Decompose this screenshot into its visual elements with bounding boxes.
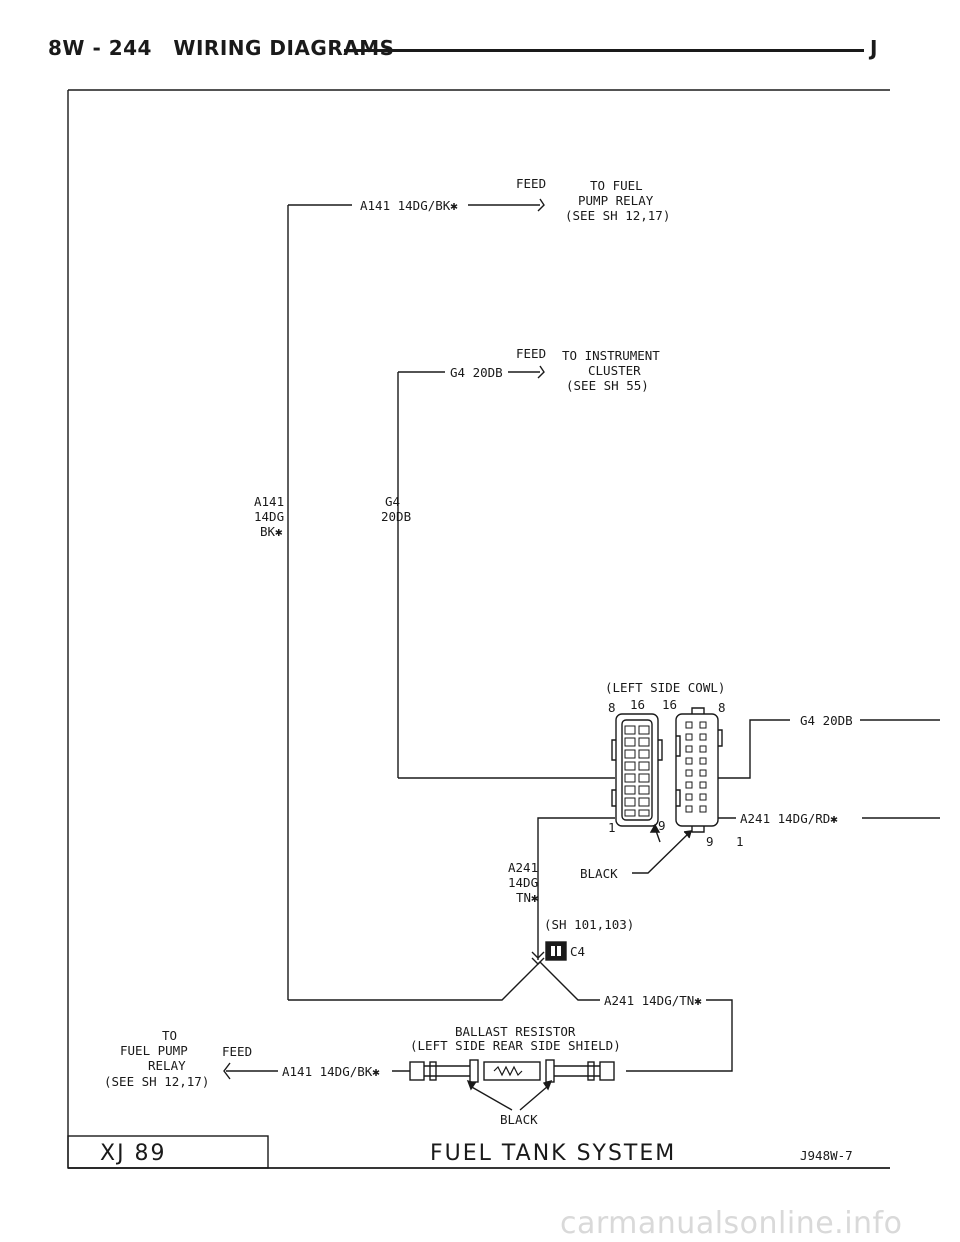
page-header: 8W - 244 WIRING DIAGRAMS xyxy=(48,36,409,60)
pin-top-left: 8 xyxy=(608,700,616,715)
resistor-color: BLACK xyxy=(500,1112,538,1127)
wire-a241-vertical xyxy=(537,817,615,960)
feed-dest-top-2: PUMP RELAY xyxy=(578,193,654,208)
pin-bottom-right1: 9 xyxy=(706,834,714,849)
ballast-resistor-symbol xyxy=(409,1059,615,1083)
vlabel-a241-3: TN✱ xyxy=(516,890,539,905)
connector-location: (LEFT SIDE COWL) xyxy=(605,680,725,695)
vlabel-a241-2: 14DG xyxy=(508,875,538,890)
connector-left-half xyxy=(611,713,663,827)
vlabel-g4-2: 20DB xyxy=(381,509,411,524)
figure-code: J948W-7 xyxy=(800,1148,853,1163)
wire-label-g4-right: G4 20DB xyxy=(800,713,853,728)
edition-letter: J xyxy=(870,36,878,60)
pin-bottom-left2: 9 xyxy=(658,818,666,833)
feed-dest-top-1: TO FUEL xyxy=(590,178,643,193)
feed-arrow-fuel-pump-top xyxy=(537,198,545,212)
connector-right-half xyxy=(675,707,723,833)
wire-label-a241-bottom: A241 14DG/TN✱ xyxy=(604,993,702,1008)
connector-color-leader xyxy=(632,831,691,874)
feed-arrow-instrument xyxy=(537,365,545,379)
section-title: WIRING DIAGRAMS xyxy=(173,36,395,60)
feed-dest-bottom-1: TO xyxy=(162,1028,177,1043)
header-rule xyxy=(344,49,864,52)
connector-color-arrow xyxy=(683,830,692,839)
vlabel-a141-3: BK✱ xyxy=(260,524,283,539)
feed-dest-bottom-3: RELAY xyxy=(148,1058,186,1073)
resistor-name: BALLAST RESISTOR xyxy=(455,1024,576,1039)
vlabel-g4-1: G4 xyxy=(385,494,400,509)
wire-a241-splice-out xyxy=(539,961,600,1001)
wire-a241-to-resistor xyxy=(626,999,733,1072)
feed-dest-instrument-1: TO INSTRUMENT xyxy=(562,348,660,363)
resistor-color-leader xyxy=(469,1085,549,1111)
page-number: 8W - 244 xyxy=(48,36,152,60)
vlabel-a241-1: A241 xyxy=(508,860,538,875)
splice-chevrons xyxy=(531,951,545,965)
system-title: FUEL TANK SYSTEM xyxy=(430,1141,676,1166)
site-credit: carmanualsonline.info xyxy=(560,1206,903,1241)
connector-color: BLACK xyxy=(580,866,618,881)
resistor-location: (LEFT SIDE REAR SIDE SHIELD) xyxy=(410,1038,621,1053)
feed-dest-bottom-2: FUEL PUMP xyxy=(120,1043,188,1058)
vlabel-a141-2: 14DG xyxy=(254,509,284,524)
feed-dest-top-3: (SEE SH 12,17) xyxy=(565,208,670,223)
resistor-color-arrows xyxy=(466,1079,553,1091)
feed-dest-bottom-4: (SEE SH 12,17) xyxy=(104,1074,209,1089)
vlabel-a141-1: A141 xyxy=(254,494,284,509)
feed-label-bottom: FEED xyxy=(222,1044,252,1059)
feed-label-top: FEED xyxy=(516,176,546,191)
feed-dest-instrument-2: CLUSTER xyxy=(588,363,641,378)
wire-label-a141-bottom: A141 14DG/BK✱ xyxy=(282,1064,380,1079)
model-label: XJ 89 xyxy=(100,1141,167,1166)
splice-id: C4 xyxy=(570,944,585,959)
pin-bottom-right2: 1 xyxy=(736,834,744,849)
pin-top-mid1: 16 xyxy=(630,697,645,712)
splice-reference: (SH 101,103) xyxy=(544,917,634,932)
model-box xyxy=(67,1135,269,1169)
connector-color-arrow-2 xyxy=(649,823,661,833)
wire-label-g4-top: G4 20DB xyxy=(450,365,503,380)
wire-label-a141-top: A141 14DG/BK✱ xyxy=(360,198,458,213)
pin-bottom-left1: 1 xyxy=(608,820,616,835)
wire-g4-right xyxy=(718,719,790,779)
feed-dest-instrument-3: (SEE SH 55) xyxy=(566,378,649,393)
wire-a141-to-splice xyxy=(288,961,541,1001)
feed-label-instrument: FEED xyxy=(516,346,546,361)
wire-label-a241-right: A241 14DG/RD✱ xyxy=(740,811,838,826)
feed-arrow-fuel-pump-bottom xyxy=(223,1062,231,1080)
pin-top-mid2: 16 xyxy=(662,697,677,712)
pin-top-right: 8 xyxy=(718,700,726,715)
